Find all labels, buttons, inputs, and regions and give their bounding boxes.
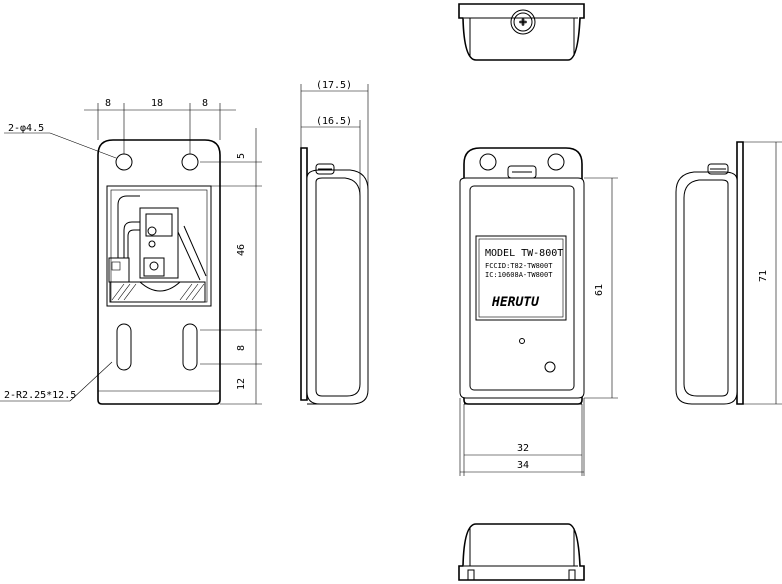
hole-note: 2-φ4.5 [8, 123, 44, 134]
label-brand: HERUTU [491, 295, 540, 310]
right-view-dimensions: 71 [743, 142, 782, 404]
rear-view [98, 140, 220, 404]
right-side-view [676, 142, 743, 404]
dim-front-32: 32 [517, 443, 529, 454]
dim-top-8-left: 8 [105, 98, 111, 109]
top-view [459, 4, 584, 60]
dim-front-61: 61 [594, 284, 605, 296]
dim-v-46: 46 [236, 244, 247, 256]
slot-right [183, 324, 197, 370]
dim-top-8-right: 8 [202, 98, 208, 109]
dim-side-17-5: (17.5) [316, 80, 352, 91]
slot-left [117, 324, 131, 370]
side-view [301, 148, 368, 404]
label-fcc: FCCID:T82-TW800T [485, 262, 553, 270]
front-view: MODEL TW-800T FCCID:T82-TW800T IC:10608A… [460, 148, 584, 404]
dim-front-34: 34 [517, 460, 529, 471]
slot-note: 2-R2.25*12.5 [4, 390, 76, 401]
front-hole-right [548, 154, 564, 170]
label-model: MODEL TW-800T [485, 248, 563, 259]
bottom-view [459, 524, 584, 580]
front-hole-left [480, 154, 496, 170]
switch-mechanism [109, 196, 206, 302]
dim-right-71: 71 [758, 270, 769, 282]
mounting-hole-right [182, 154, 198, 170]
dim-v-12: 12 [236, 378, 247, 390]
dim-v-5: 5 [236, 153, 247, 159]
dim-top-18: 18 [151, 98, 163, 109]
label-ic: IC:10608A-TW800T [485, 271, 553, 279]
mounting-hole-left [116, 154, 132, 170]
dim-v-8: 8 [236, 345, 247, 351]
dim-side-16-5: (16.5) [316, 116, 352, 127]
